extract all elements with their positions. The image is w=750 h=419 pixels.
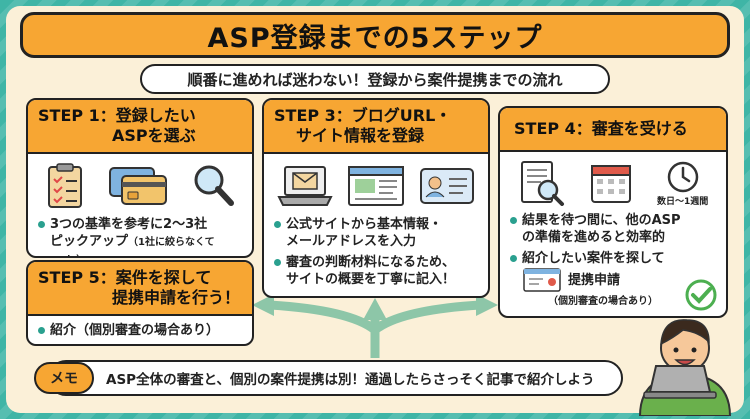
step4-bullet-2-note: （個別審査の場合あり） bbox=[548, 296, 658, 307]
page-subtitle: 順番に進めれば迷わない！登録から案件提携までの流れ bbox=[140, 64, 610, 94]
step3-bullet-1-line1: 公式サイトから基本情報・ bbox=[286, 217, 443, 232]
credit-cards-icon bbox=[108, 167, 167, 205]
step4-bullet-2: 紹介したい案件を探して 提携申請 （個別審査の場合あり） bbox=[508, 250, 718, 310]
magnifier-icon bbox=[194, 165, 235, 206]
flow-arrows bbox=[252, 294, 498, 358]
step1-heading-line1: STEP 1：登録したい bbox=[38, 106, 196, 125]
web-page-icon bbox=[523, 268, 561, 292]
step5-body: 紹介（個別審査の場合あり） bbox=[28, 316, 252, 344]
clock-icon bbox=[667, 161, 698, 192]
memo-box: ASP全体の審査と、個別の案件提携は別！通過したらさっそく記事で紹介しよう bbox=[48, 360, 623, 396]
step1-card: STEP 1：登録したい ASPを選ぶ 3つの基準を参考に2～3社 ピックアップ… bbox=[26, 98, 254, 258]
step3-card: STEP 3：ブログURL・ サイト情報を登録 公式サイトから基本情報・ メール… bbox=[262, 98, 490, 298]
step4-bullet-2-row: 提携申請 bbox=[522, 267, 718, 293]
duration-group: 数日〜1週間 bbox=[657, 160, 708, 207]
step3-body: 公式サイトから基本情報・ メールアドレスを入力 審査の判断材料になるため、 サイ… bbox=[264, 214, 488, 290]
page-title: ASP登録までの5ステップ bbox=[20, 12, 730, 58]
step3-heading: STEP 3：ブログURL・ サイト情報を登録 bbox=[264, 100, 488, 154]
step3-icons bbox=[264, 154, 488, 214]
step1-bullet-note: （1社に絞らなくてOK！） bbox=[50, 237, 215, 256]
step3-heading-line2: サイト情報を登録 bbox=[296, 126, 425, 145]
step4-card: STEP 4：審査を受ける 数日〜1週間 結果を待つ間に、他のASP の準備を進… bbox=[498, 106, 728, 318]
step4-bullet-2-line1: 紹介したい案件を探して bbox=[522, 251, 665, 266]
laptop-mail-icon bbox=[277, 166, 333, 206]
step3-bullet-1: 公式サイトから基本情報・ メールアドレスを入力 bbox=[272, 216, 480, 250]
step5-heading-line2: 提携申請を行う！ bbox=[112, 288, 241, 307]
step5-bullet: 紹介（個別審査の場合あり） bbox=[36, 322, 244, 339]
step5-heading: STEP 5：案件を探して 提携申請を行う！ bbox=[28, 262, 252, 316]
person-laptop-illustration bbox=[638, 319, 732, 416]
step5-card: STEP 5：案件を探して 提携申請を行う！ 紹介（個別審査の場合あり） bbox=[26, 260, 254, 346]
step3-bullet-1-line2: メールアドレスを入力 bbox=[286, 234, 417, 249]
step3-bullet-2-line2: サイトの概要を丁寧に記入！ bbox=[286, 272, 456, 287]
step4-icons: 数日〜1週間 bbox=[500, 152, 726, 210]
step1-bullet-line1: 3つの基準を参考に2～3社 bbox=[50, 217, 208, 232]
step3-heading-line1: STEP 3：ブログURL・ bbox=[274, 106, 452, 125]
blog-page-icon bbox=[348, 166, 404, 206]
duration-label: 数日〜1週間 bbox=[656, 196, 709, 207]
step1-heading: STEP 1：登録したい ASPを選ぶ bbox=[28, 100, 252, 154]
step1-icons bbox=[28, 154, 252, 212]
step1-bullet-line2-text: ピックアップ bbox=[50, 234, 129, 249]
step4-bullet-1: 結果を待つ間に、他のASP の準備を進めると効率的 bbox=[508, 212, 718, 246]
id-card-icon bbox=[420, 168, 474, 204]
step1-heading-line2: ASPを選ぶ bbox=[112, 126, 196, 145]
memo-text: ASP全体の審査と、個別の案件提携は別！通過したらさっそく記事で紹介しよう bbox=[106, 372, 595, 388]
step4-heading: STEP 4：審査を受ける bbox=[500, 108, 726, 152]
step5-heading-line1: STEP 5：案件を探して bbox=[38, 268, 212, 287]
step4-body: 結果を待つ間に、他のASP の準備を進めると効率的 紹介したい案件を探して 提携… bbox=[500, 210, 726, 312]
memo-label: メモ bbox=[34, 362, 94, 394]
step3-bullet-2-line1: 審査の判断材料になるため、 bbox=[286, 255, 456, 270]
check-circle-icon bbox=[685, 279, 717, 311]
step4-bullet-1-line2: の準備を進めると効率的 bbox=[522, 230, 666, 245]
document-search-icon bbox=[520, 161, 564, 206]
step3-bullet-2: 審査の判断材料になるため、 サイトの概要を丁寧に記入！ bbox=[272, 254, 480, 288]
step1-bullet-line2: ピックアップ（1社に絞らなくてOK！） bbox=[50, 233, 244, 256]
step4-bullet-2-line2: 提携申請 bbox=[568, 272, 621, 288]
step1-body: 3つの基準を参考に2～3社 ピックアップ（1社に絞らなくてOK！） bbox=[28, 212, 252, 256]
step4-bullet-1-line1: 結果を待つ間に、他のASP bbox=[522, 213, 681, 228]
clipboard-checklist-icon bbox=[47, 163, 82, 208]
calendar-icon bbox=[591, 165, 632, 203]
step1-bullet: 3つの基準を参考に2～3社 ピックアップ（1社に絞らなくてOK！） bbox=[36, 216, 244, 256]
